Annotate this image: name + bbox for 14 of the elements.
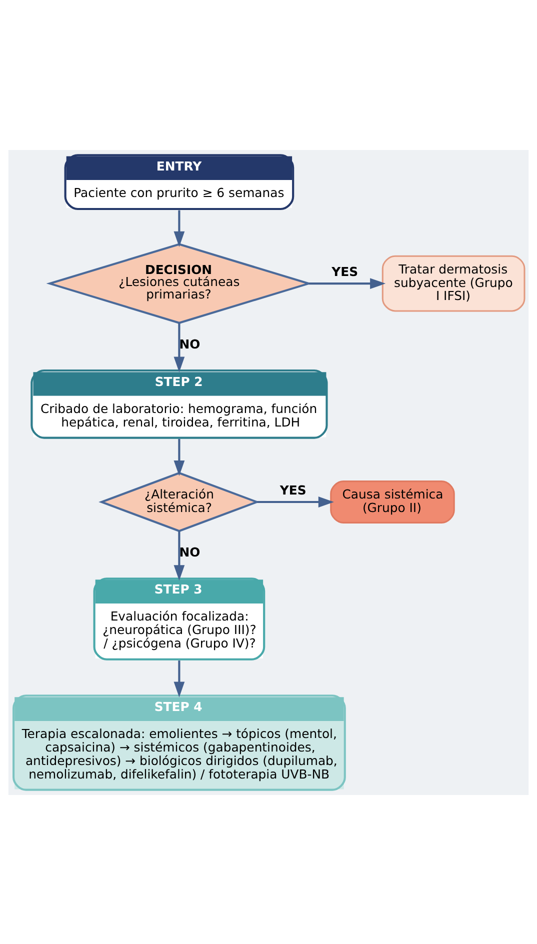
arrow: [308, 278, 386, 288]
edge-label: NO: [179, 336, 200, 351]
node-diamond: ¿Alteración sistémica?: [98, 471, 260, 532]
edge-label: YES: [280, 482, 306, 497]
arrow: [174, 438, 185, 476]
arrow: [174, 530, 185, 580]
edge-label: YES: [332, 263, 358, 278]
arrow: [174, 660, 185, 697]
node-box: Causa sistémica (Grupo II): [330, 480, 455, 523]
arrow: [174, 322, 185, 372]
node-box: Tratar dermatosis subyacente (Grupo I IFSI): [382, 254, 526, 312]
edge-label: NO: [179, 544, 200, 559]
arrow: [257, 496, 334, 507]
arrow: [174, 210, 185, 246]
